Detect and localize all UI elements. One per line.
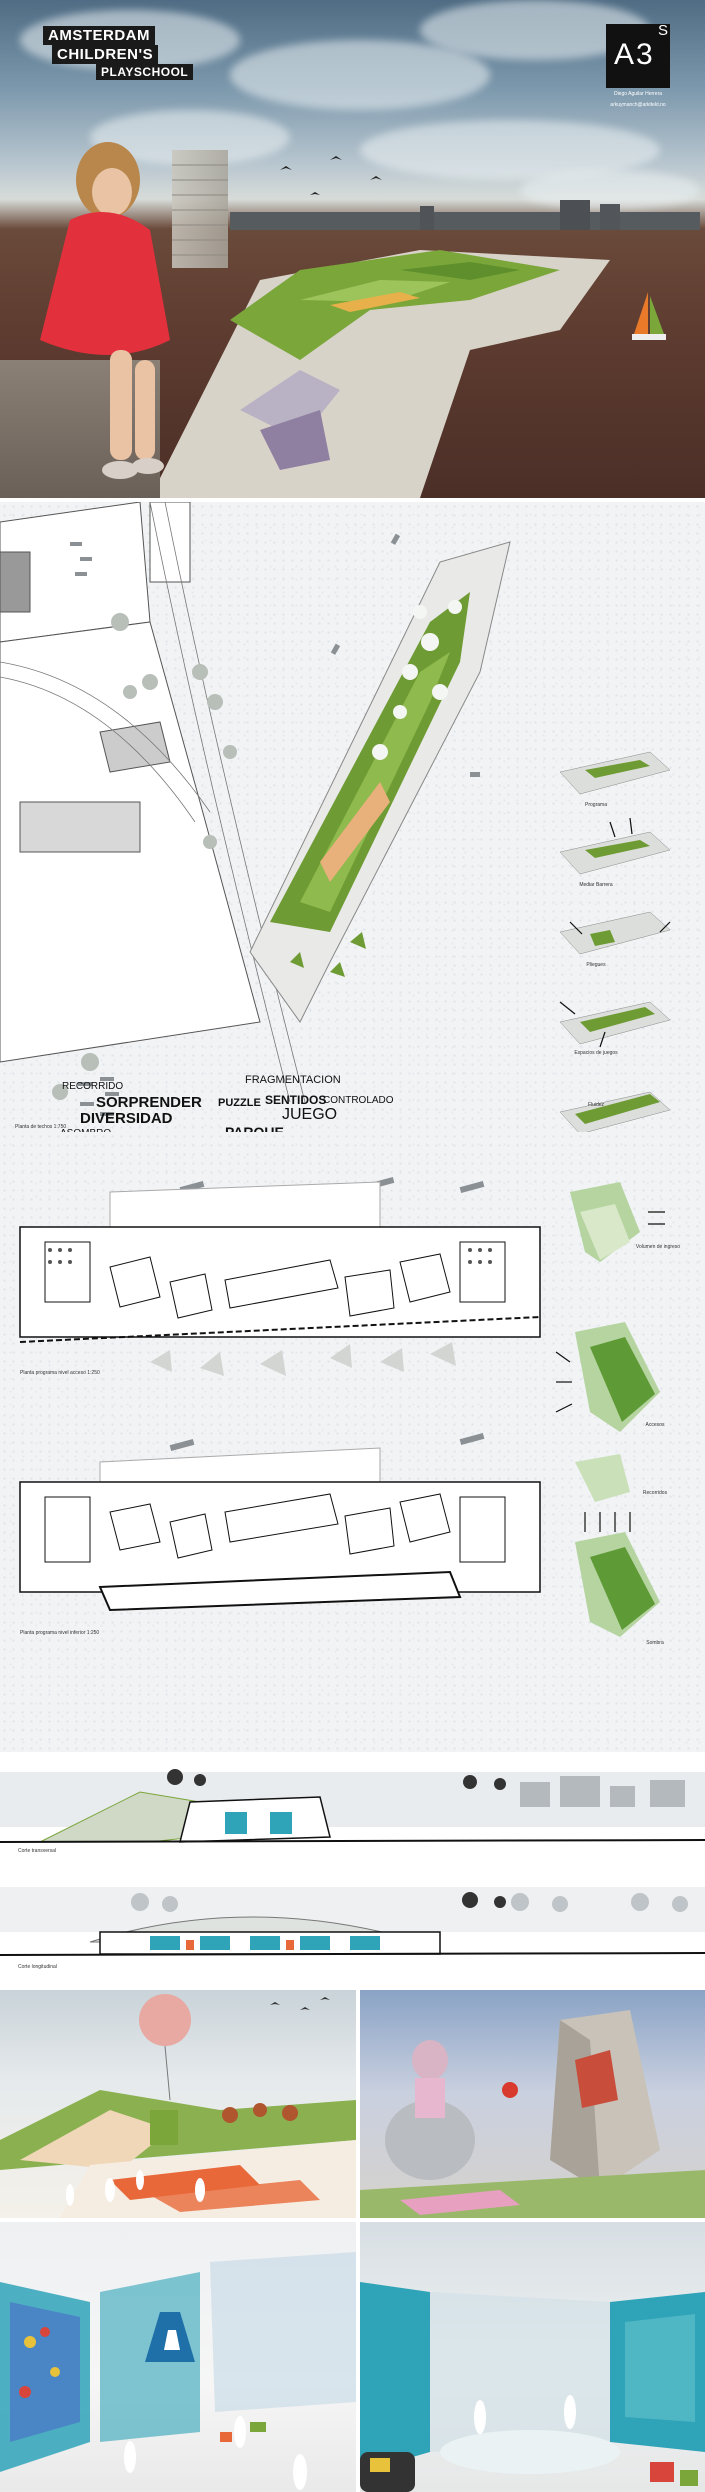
section-drawings bbox=[0, 1769, 705, 1956]
diagram-caption-7: Accesos bbox=[645, 1422, 665, 1428]
child-figure bbox=[40, 142, 170, 479]
render-play-sculpture bbox=[360, 1990, 705, 2218]
word-controlado: CONTROLADO bbox=[323, 1095, 394, 1106]
peninsula-roof bbox=[150, 250, 610, 498]
birds-icon bbox=[280, 156, 382, 195]
sailboat-icon bbox=[632, 292, 666, 340]
diagram-caption-4: Espacios de juegos bbox=[574, 1050, 618, 1056]
logo-text: A3 bbox=[614, 38, 655, 71]
author-email: arkuymanch@arkitekt.no bbox=[610, 102, 666, 108]
word-sorprender: SORPRENDER bbox=[96, 1094, 202, 1111]
diagram-caption-9: Sombra bbox=[646, 1640, 664, 1646]
diagram-caption-1: Programa bbox=[585, 802, 607, 808]
floor-plans: Planta programa nivel acceso 1:250 Plant… bbox=[0, 1132, 705, 1752]
diagram-caption-3: Pliegues bbox=[586, 962, 606, 968]
tower-building bbox=[172, 150, 228, 268]
logo: A3 S bbox=[606, 22, 670, 88]
section-cross-caption: Corte transversal bbox=[18, 1848, 57, 1854]
word-puzzle: PUZZLE bbox=[218, 1097, 261, 1109]
sections: Corte transversal Corte longitudinal bbox=[0, 1752, 705, 1984]
word-juego: JUEGO bbox=[282, 1106, 338, 1123]
logo-superscript: S bbox=[658, 22, 669, 39]
floor-plan-drawings bbox=[19, 1176, 665, 1637]
word-recorrido: RECORRIDO bbox=[62, 1081, 124, 1092]
author-name: Diego Aguilar Herrera bbox=[613, 91, 663, 97]
title-line-1: AMSTERDAM bbox=[43, 26, 155, 45]
site-plan-caption: Planta de techos 1:750 bbox=[15, 1124, 67, 1130]
site-plan: Planta de techos 1:750 Programa Mediar B… bbox=[0, 502, 705, 1132]
title-line-3: PLAYSCHOOL bbox=[96, 64, 194, 80]
diagram-caption-2: Mediar Barrera bbox=[579, 882, 613, 888]
hero-render: AMSTERDAM CHILDREN'S PLAYSCHOOL A3 S Die… bbox=[0, 0, 705, 498]
word-fragmentacion: FRAGMENTACION bbox=[245, 1074, 341, 1086]
diagram-caption-5: Fluidez bbox=[587, 1102, 605, 1108]
render-interior-classroom bbox=[0, 2222, 356, 2492]
diagram-caption-6: Volumen de ingreso bbox=[635, 1244, 681, 1250]
diagram-caption-8: Recorridos bbox=[642, 1490, 668, 1496]
title-line-2: CHILDREN'S bbox=[52, 45, 159, 64]
word-diversidad: DIVERSIDAD bbox=[80, 1110, 173, 1127]
word-sentidos: SENTIDOS bbox=[265, 1093, 327, 1107]
site-plan-drawing bbox=[0, 502, 671, 1132]
render-interior-hall-art bbox=[360, 2282, 705, 2492]
render-interior-hall bbox=[360, 2222, 705, 2492]
render-play-sculpture-art bbox=[360, 2010, 705, 2218]
render-exterior-plaza bbox=[0, 1990, 356, 2218]
section-long-caption: Corte longitudinal bbox=[18, 1964, 57, 1970]
render-exterior-plaza-art bbox=[0, 1994, 356, 2218]
plan-lower-caption: Planta programa nivel inferior 1:250 bbox=[20, 1630, 100, 1636]
city-skyline bbox=[230, 200, 700, 230]
render-interior-classroom-art bbox=[0, 2252, 356, 2490]
tower-windows bbox=[172, 164, 228, 256]
plan-access-caption: Planta programa nivel acceso 1:250 bbox=[20, 1370, 100, 1376]
